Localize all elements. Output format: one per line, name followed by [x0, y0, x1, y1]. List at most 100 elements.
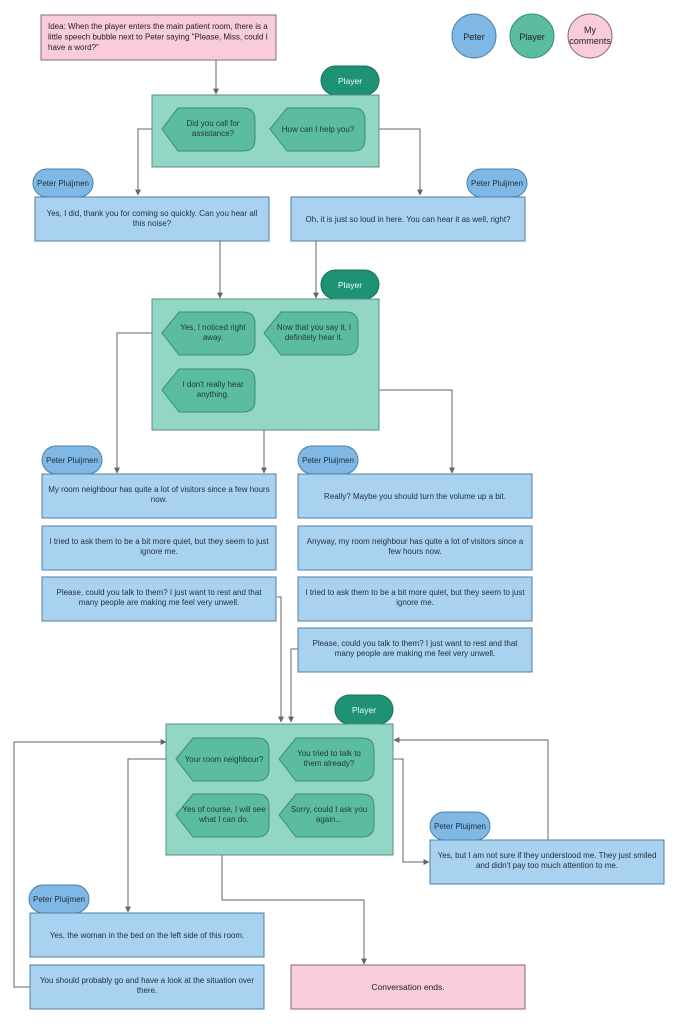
player-tag-3-label: Player	[352, 705, 376, 715]
text-line: there.	[137, 986, 157, 995]
connector-noticed-to-peter2-left	[114, 332, 162, 474]
text-line: definitely hear it.	[285, 333, 343, 342]
peter-box-2-left-3-text: Please, could you talk to them? I just w…	[56, 588, 262, 607]
peter-box-3-left-1-text: Yes, the woman in the bed on the left si…	[50, 931, 245, 940]
peter-box-1-left-text: Yes, I did, thank you for coming so quic…	[47, 209, 258, 228]
text-line: Yes, I did, thank you for coming so quic…	[47, 209, 258, 218]
text-line: You tried to talk to	[297, 749, 361, 758]
text-line: them already?	[304, 759, 355, 768]
option-noticed-right-away[interactable]	[161, 311, 256, 356]
peter-box-2-left-3	[41, 576, 277, 622]
player-group-3: Player Your room neighbour? You tried to…	[165, 694, 394, 856]
text-line: You should probably go and have a look a…	[40, 976, 254, 985]
text-line: assistance?	[192, 129, 235, 138]
option-how-can-i-help-text: How can I help you?	[282, 125, 355, 134]
legend-peter-label: Peter	[463, 32, 485, 42]
conversation-end-text: Conversation ends.	[371, 982, 444, 992]
text-line: My room neighbour has quite a lot of vis…	[48, 485, 269, 494]
option-yes-of-course[interactable]	[175, 793, 270, 838]
peter-tag-2b-label: Peter Pluijmen	[302, 456, 354, 465]
text-line: now.	[151, 495, 167, 504]
option-how-can-i-help[interactable]	[269, 107, 366, 152]
text-line: ignore me.	[140, 547, 178, 556]
peter-box-2-right-1-text: Really? Maybe you should turn the volume…	[324, 492, 506, 501]
text-line: I don't really hear	[182, 380, 243, 389]
text-line: How can I help you?	[282, 125, 355, 134]
connector-right-chain-to-group3	[288, 648, 298, 723]
peter-box-2-right-3-text: I tried to ask them to be a bit more qui…	[305, 588, 525, 607]
peter-tag-1a-label: Peter Pluijmen	[37, 179, 89, 188]
peter-box-2-right-2-text: Anyway, my room neighbour has quite a lo…	[307, 537, 524, 556]
peter-response-2-right: Peter Pluijmen Really? Maybe you should …	[297, 445, 533, 673]
peter-tag-3a-label: Peter Pluijmen	[33, 895, 85, 904]
text-line: Yes, but I am not sure if they understoo…	[438, 851, 657, 860]
connector-peter3-right-back	[393, 737, 549, 840]
option-you-tried-to-talk[interactable]	[278, 737, 375, 782]
text-line: Idea: When the player enters the main pa…	[48, 22, 268, 31]
peter-box-2-left-1-text: My room neighbour has quite a lot of vis…	[48, 485, 269, 504]
option-dont-really-hear[interactable]	[161, 368, 256, 413]
text-line: many people are making me feel very unwe…	[79, 598, 240, 607]
text-line: Did you call for	[187, 119, 240, 128]
text-line: Sorry, could I ask you	[291, 805, 367, 814]
peter-box-2-left-2	[41, 525, 277, 571]
text-line: few hours now.	[388, 547, 441, 556]
peter-response-2-left: Peter Pluijmen My room neighbour has qui…	[41, 445, 277, 622]
peter-tag-3b-label: Peter Pluijmen	[434, 822, 486, 831]
text-line: this noise?	[133, 219, 172, 228]
text-line: little speech bubble next to Peter sayin…	[48, 33, 268, 42]
connector-help-to-peter-right	[362, 128, 423, 196]
text-line: what I can do.	[198, 815, 249, 824]
text-line: Anyway, my room neighbour has quite a lo…	[307, 537, 524, 546]
text-line: ignore me.	[396, 598, 434, 607]
player-tag-1-label: Player	[338, 76, 362, 86]
peter-response-1: Peter Pluijmen Yes, I did, thank you for…	[32, 168, 528, 242]
connector-peter3-left-back	[13, 739, 167, 988]
peter-box-2-left-2-text: I tried to ask them to be a bit more qui…	[49, 537, 269, 556]
peter-response-3-right: Peter Pluijmen Yes, but I am not sure if…	[429, 811, 665, 885]
text-line: Please, could you talk to them? I just w…	[56, 588, 262, 597]
text-line: I tried to ask them to be a bit more qui…	[305, 588, 525, 597]
conversation-end-box	[290, 964, 526, 1010]
legend-peter-circle	[451, 13, 497, 59]
text-line: I tried to ask them to be a bit more qui…	[49, 537, 269, 546]
text-line: My	[584, 25, 596, 35]
text-line: Now that you say it, I	[277, 323, 351, 332]
option-your-room-neighbour[interactable]	[175, 737, 270, 782]
idea-note	[40, 14, 277, 61]
option-sorry-ask-again[interactable]	[278, 793, 375, 838]
peter-box-1-left	[34, 196, 270, 242]
text-line: Conversation ends.	[371, 982, 444, 992]
legend-player-circle	[509, 13, 555, 59]
peter-tag-2a-label: Peter Pluijmen	[46, 456, 98, 465]
text-line: Oh, it is just so loud in here. You can …	[305, 215, 511, 224]
peter-box-1-right	[290, 196, 526, 242]
text-line: Please, could you talk to them? I just w…	[312, 639, 518, 648]
option-now-that-you-say[interactable]	[263, 311, 359, 356]
player-tag-2-label: Player	[338, 280, 362, 290]
option-did-you-call[interactable]	[161, 107, 256, 152]
peter-box-3-left-1	[29, 912, 265, 958]
text-line: and didn't pay too much attention to me.	[476, 861, 618, 870]
text-line: many people are making me feel very unwe…	[335, 649, 496, 658]
legend-comments-circle	[567, 13, 613, 59]
peter-box-3-right-text: Yes, but I am not sure if they understoo…	[438, 851, 657, 870]
peter-box-2-right-4	[297, 627, 533, 673]
text-line: Really? Maybe you should turn the volume…	[324, 492, 506, 501]
idea-note-text: Idea: When the player enters the main pa…	[48, 22, 268, 52]
peter-response-3-left: Peter Pluijmen Yes, the woman in the bed…	[28, 884, 265, 1010]
text-line: away.	[203, 333, 223, 342]
peter-box-2-left-1	[41, 473, 277, 519]
text-line: Yes of course, I will see	[182, 805, 266, 814]
legend-player-label: Player	[519, 32, 545, 42]
